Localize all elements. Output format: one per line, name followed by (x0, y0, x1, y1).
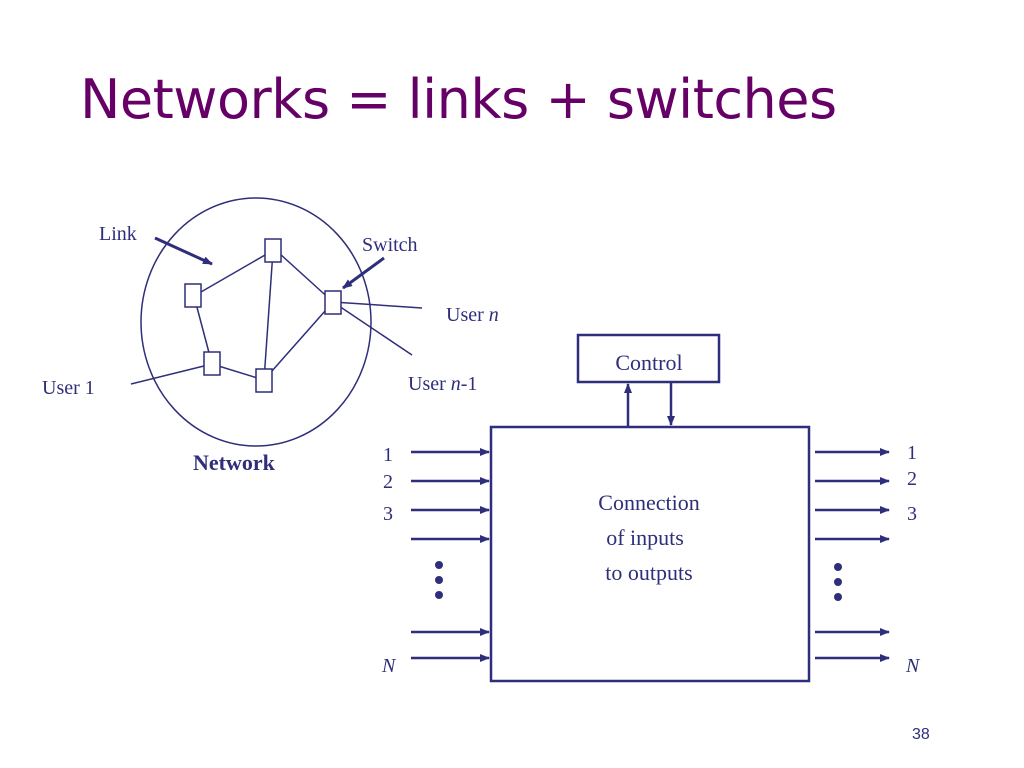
network-caption: Network (193, 450, 276, 475)
output-ellipsis-dots (834, 563, 842, 601)
link-pointer-arrow (154, 236, 213, 266)
output-label-2: 2 (907, 468, 917, 490)
control-box (576, 333, 721, 384)
link-line (279, 253, 334, 303)
user-1-label: User 1 (42, 377, 95, 399)
switch-node (255, 368, 273, 393)
connection-label-line-2: of inputs (606, 525, 684, 550)
switch-label: Switch (362, 234, 418, 256)
link-line (193, 250, 273, 297)
input-label-3: 3 (383, 503, 393, 525)
switch-pointer-arrow (342, 256, 385, 290)
switch-node (184, 283, 202, 308)
user-n-1-line (332, 301, 413, 356)
user-n-1-label: User n-1 (408, 373, 477, 395)
switch-node (203, 351, 221, 376)
input-label-n: N (381, 655, 397, 677)
connection-label-line-1: Connection (598, 490, 699, 515)
page-number: 38 (912, 726, 930, 743)
link-line (263, 250, 274, 381)
connection-label-line-3: to outputs (605, 560, 692, 585)
user-n-label: User n (446, 304, 499, 326)
slide-title: Networks = links + switches (80, 68, 837, 131)
network-boundary-circle (140, 197, 372, 447)
switch-node (264, 238, 282, 263)
input-label-2: 2 (383, 471, 393, 493)
network-diagram (130, 197, 423, 447)
output-label-n: N (905, 655, 921, 677)
link-label: Link (99, 223, 137, 245)
switch-node (324, 290, 342, 315)
output-label-1: 1 (907, 442, 917, 464)
output-label-3: 3 (907, 503, 917, 525)
user-1-line (130, 363, 213, 385)
user-n-line (332, 301, 423, 309)
connection-box (489, 425, 811, 683)
input-label-1: 1 (383, 444, 393, 466)
input-ellipsis-dots (435, 561, 443, 599)
link-line (263, 301, 334, 381)
control-label: Control (615, 350, 682, 375)
switch-block-diagram (411, 333, 890, 683)
